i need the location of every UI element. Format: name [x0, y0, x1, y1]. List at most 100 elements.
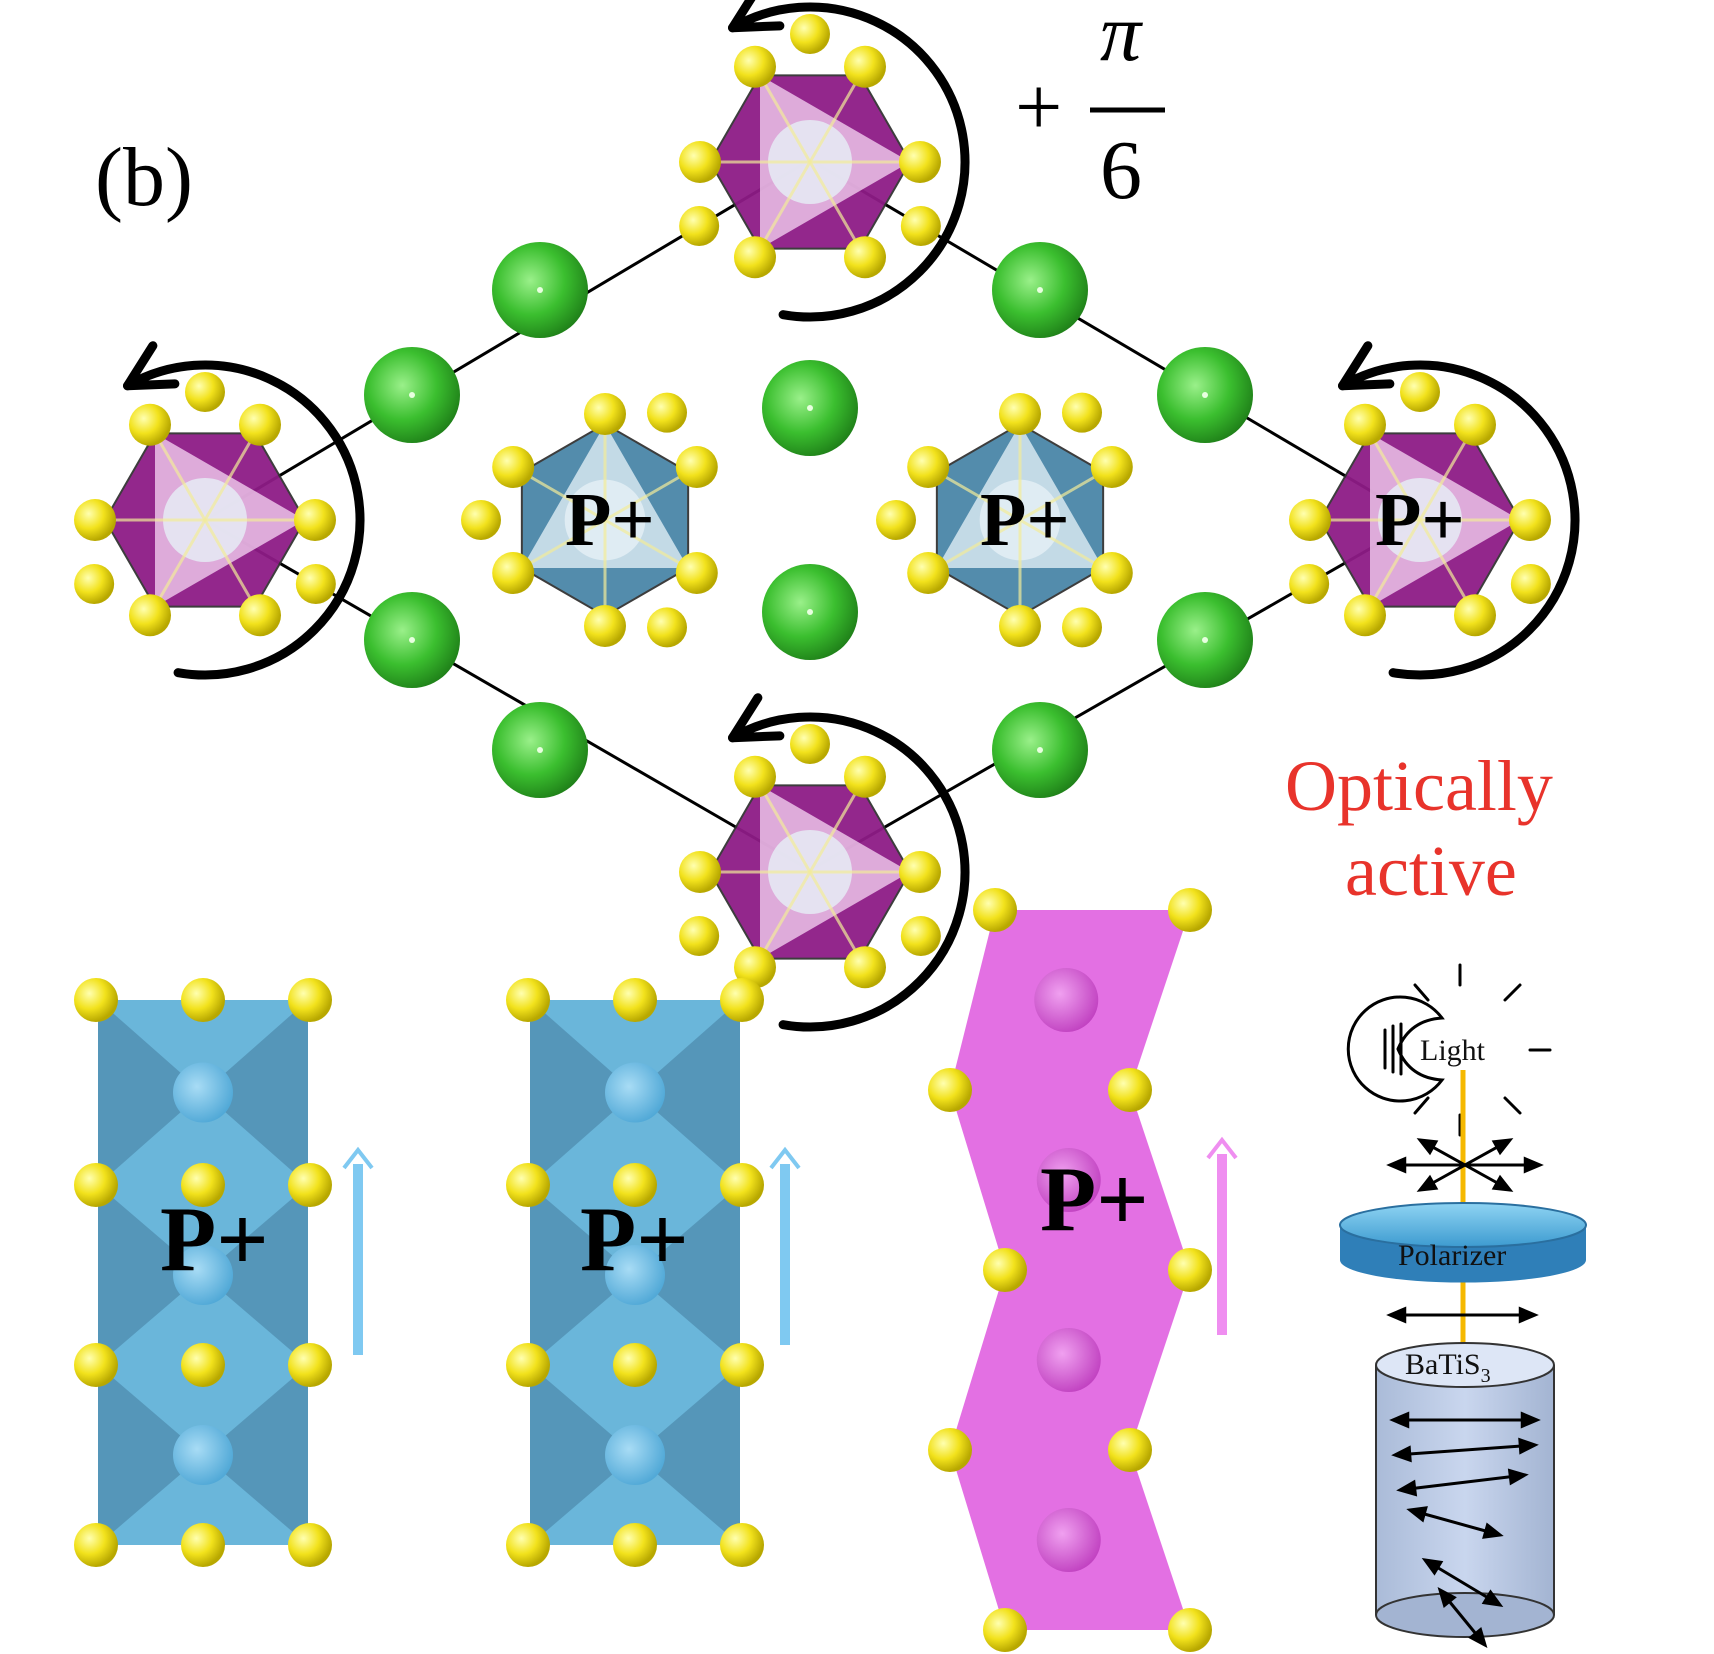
panel-label: (b): [95, 131, 193, 224]
ti-s-bond: [521, 518, 606, 570]
sample-cylinder: [1375, 1342, 1555, 1638]
polarizer-label: Polarizer: [1398, 1239, 1506, 1272]
sulfur-atom: [844, 45, 886, 88]
ti-s-bond: [203, 432, 257, 521]
polarization-arrow-blue-2: [769, 1146, 801, 1345]
sulfur-atom: [288, 1523, 332, 1567]
sulfur-atom: [899, 141, 941, 183]
rotation-arc: [123, 360, 365, 680]
ti-s-bond: [758, 871, 812, 960]
sulfur-atom: [647, 392, 687, 433]
sulfur-atom: [928, 1068, 972, 1112]
ti-s-bond: [758, 74, 812, 163]
sulfur-atom: [720, 978, 764, 1022]
sulfur-atom: [461, 500, 501, 540]
sample-arrow-6: [1437, 1587, 1488, 1648]
ti-s-bond: [1368, 432, 1422, 521]
sulfur-atom: [983, 1248, 1027, 1292]
arrow-tip: [1520, 1411, 1541, 1429]
chain-face: [98, 1185, 203, 1365]
sulfur-atom: [844, 946, 886, 989]
ti-s-bond: [808, 871, 862, 960]
ti-s-bond: [604, 470, 689, 522]
arrow-tip: [1391, 1445, 1412, 1463]
sulfur-atom: [1510, 564, 1551, 604]
arrow-tip: [1389, 1411, 1410, 1429]
chain-blue-1: [74, 978, 332, 1567]
rotation-arrow-bottom: [728, 693, 970, 1032]
ti-s-bond: [1418, 432, 1472, 521]
chain-face: [635, 1000, 740, 1185]
sulfur-atom: [876, 500, 916, 540]
sulfur-atom: [720, 1343, 764, 1387]
sulfur-atom: [1289, 499, 1331, 541]
arrow-head: [769, 1146, 801, 1170]
sulfur-atom: [492, 446, 535, 488]
rotation-denominator: 6: [1100, 124, 1142, 217]
titanium-atom: [1036, 1328, 1101, 1392]
sulfur-atom: [74, 1523, 118, 1567]
sample-label: BaTiS3: [1405, 1348, 1491, 1387]
ti-s-bond: [808, 784, 862, 873]
sulfur-atom: [288, 1163, 332, 1207]
titanium-atom: [1036, 1148, 1101, 1212]
sulfur-atom: [675, 552, 718, 594]
sulfur-atom: [1289, 564, 1330, 604]
chain-blue-2: [506, 978, 764, 1567]
sulfur-atom: [734, 45, 776, 88]
arrow-tip: [1468, 1627, 1488, 1648]
sulfur-atom: [734, 755, 776, 798]
arrow-tip: [1523, 1156, 1544, 1174]
optical-setup: Light Polarizer BaTiS3: [1339, 963, 1587, 1648]
sulfur-atom: [584, 605, 626, 647]
sulfur-atom: [1344, 403, 1386, 446]
titanium-atom: [173, 1062, 233, 1123]
sulfur-atom: [613, 1163, 657, 1207]
arrow-tip: [1491, 1174, 1514, 1192]
ti-s-bond: [1019, 470, 1104, 522]
sulfur-atom: [295, 564, 336, 604]
sample-arrow-4: [1406, 1506, 1504, 1539]
octahedron-blue-2: [876, 392, 1133, 648]
barium-atom-highlight: [537, 747, 543, 753]
sulfur-atom: [506, 1523, 550, 1567]
chain-pink: [928, 888, 1212, 1652]
sulfur-atom: [1062, 392, 1102, 433]
barium-atom-highlight: [807, 609, 813, 615]
sulfur-atom: [239, 594, 281, 637]
sulfur-atom: [1168, 1248, 1212, 1292]
sulfur-atom: [613, 1343, 657, 1387]
rotation-arrowhead: [1338, 341, 1395, 391]
octahedron-blue-1: [461, 392, 718, 648]
barium-atoms: [364, 242, 1253, 798]
sulfur-atom: [679, 141, 721, 183]
rotation-arc: [728, 2, 970, 322]
octahedron-left: [74, 372, 336, 637]
rotation-arc: [1338, 360, 1580, 680]
active-label: active: [1345, 831, 1517, 911]
titanium-atom: [605, 1425, 665, 1485]
sulfur-atom: [181, 978, 225, 1022]
sulfur-atom: [181, 1163, 225, 1207]
sulfur-atom: [613, 1523, 657, 1567]
sulfur-atom: [239, 403, 281, 446]
sulfur-atom: [973, 888, 1017, 932]
arrow-tip: [1386, 1306, 1407, 1324]
sulfur-atom: [679, 916, 720, 956]
sulfur-atom: [492, 552, 535, 594]
rotation-numerator: π: [1100, 0, 1143, 78]
chain-face: [203, 1000, 308, 1185]
sulfur-atom: [506, 1343, 550, 1387]
chain-face: [203, 1365, 308, 1545]
sulfur-atom: [999, 393, 1041, 435]
sulfur-atom: [74, 978, 118, 1022]
sulfur-atom: [647, 607, 687, 648]
sulfur-atom: [1168, 888, 1212, 932]
chain-face: [530, 1000, 635, 1185]
pplus-label-chain-1: P+: [160, 1188, 269, 1290]
sulfur-atom: [983, 1608, 1027, 1652]
octahedron-right: [1289, 372, 1551, 637]
barium-atom-highlight: [409, 392, 415, 398]
arrow-tip: [1396, 1479, 1418, 1497]
